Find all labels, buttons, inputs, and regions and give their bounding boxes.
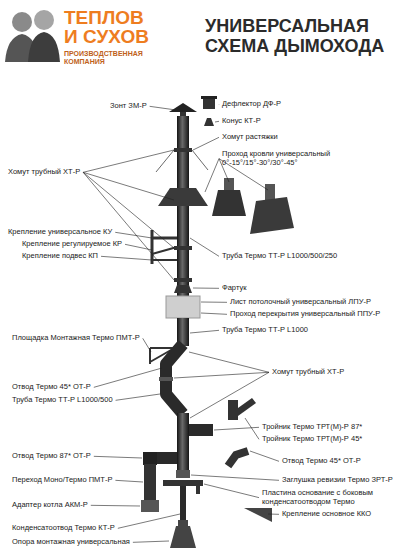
callout-label: Площадка Монтажная Термо ПМТ-Р [12,334,140,343]
leader-line [150,106,176,110]
callout-label: Адаптер котла АКМ-Р [12,501,88,510]
leader-line [115,232,152,238]
leader-line [268,514,279,515]
callout-label: Конденсатоотвод Термо КТ-Р [12,524,115,533]
leader-line [101,256,152,260]
callout-label: Хомут трубный ХТ-Р [8,168,80,177]
leader-line [201,302,227,303]
callout-label: Хомут трубный ХТ-Р [272,368,344,377]
leader-line [193,288,219,289]
callout-label: Отвод Термо 87* ОТ-Р [12,452,91,461]
callout-label: Проход перекрытия универсальный ППУ-Р [230,310,380,319]
callout-label: Отвод Термо 45* ОТ-Р [12,383,91,392]
leader-line [115,480,143,482]
callout-label: Лист потолочный универсальный ЛПУ-Р [230,298,371,307]
callout-label: Проход кровли универсальный 0°-15°/15°-3… [222,150,342,167]
callout-label: Заглушка ревизии Термо ЗРТ-Р [282,476,393,485]
leader-line [143,338,151,352]
leader-line [174,372,269,378]
callout-label: Отвод Термо 45* ОТ-Р [282,457,361,466]
leader-line [191,475,279,480]
leader-line [190,330,219,333]
leader-line [133,541,169,542]
diagram-title: УНИВЕРСАЛЬНАЯ СХЕМА ДЫМОХОДА [205,16,397,56]
callout-label: Труба Термо ТТ-Р L1000 [222,326,308,335]
leader-line [250,451,279,461]
callout-label: Тройник Термо ТРТ(М)-Р 45* [262,435,362,444]
leader-line [189,352,269,372]
callout-label: Дефлектор ДФ-Р [222,100,281,109]
leader-line [83,172,174,248]
leader-line [190,372,269,418]
callout-label: Крепление регулируемое КР [22,240,122,249]
leader-line [91,505,140,507]
leader-line [94,456,142,458]
leader-line [83,172,174,280]
callout-label: Крепление основное ККО [282,510,371,519]
callout-label: Зонт ЗМ-Р [110,102,147,111]
callout-label: Конус КТ-Р [222,117,261,126]
leader-line [83,150,174,172]
leader-line [94,368,162,387]
logo-subtitle: ПРОИЗВОДСТВЕННАЯ КОМПАНИЯ [64,50,164,66]
leader-line [201,313,227,314]
leader-line [219,104,220,105]
leader-line [215,121,219,123]
callout-label: Крепление универсальное КУ [8,228,112,237]
callout-label: Труба Термо ТТ-Р L1000/500 [12,396,113,405]
leader-line [205,159,219,192]
callout-label: Хомут растяжки [222,133,278,142]
leader-line [245,418,259,439]
leader-line [190,238,219,256]
leader-line [118,514,180,528]
leader-line [204,484,259,498]
leader-line [116,394,160,400]
callout-label: Крепление подвес КП [22,252,98,261]
leader-line [83,172,174,200]
callout-label: Опора монтажная универсальная [12,538,130,547]
callout-label: Пластина основание с боковым конденсатоо… [262,489,394,506]
callout-label: Тройник Термо ТРТ(М)-Р 87* [262,423,362,432]
callout-label: Переход Моно/Термо ПМТ-Р [12,476,112,485]
leader-line [193,137,219,150]
callout-label: Труба Термо ТТ-Р L1000/500/250 [222,252,337,261]
callout-label: Фартук [222,284,246,293]
leader-line [125,244,152,250]
logo-text: ТЕПЛОВ И СУХОВ [64,8,160,46]
